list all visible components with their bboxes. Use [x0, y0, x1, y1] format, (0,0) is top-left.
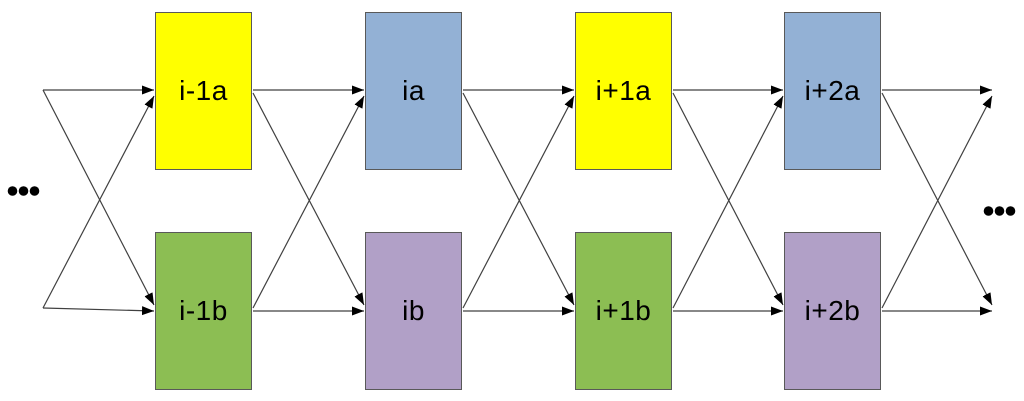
- node-ia: ia: [365, 12, 462, 170]
- edge-ib-to-i-plus-1a: [462, 95, 575, 309]
- node-i-plus-1b: i+1b: [575, 232, 672, 390]
- edge-i-plus-1b-to-i-plus-2a: [672, 95, 784, 309]
- node-ib: ib: [365, 232, 462, 390]
- edge-i-1b-to-ia: [252, 95, 365, 309]
- edge-i-1a-to-ib: [252, 92, 365, 306]
- edge-i-plus-2a-to-ext-right-b: [881, 92, 993, 306]
- edge-ia-to-i-plus-1b: [462, 92, 575, 306]
- node-i-plus-2b: i+2b: [784, 232, 881, 390]
- edge-arrows: [42, 85, 993, 316]
- node-i-plus-2a: i+2a: [784, 12, 881, 170]
- edge-i-plus-1a-to-i-plus-2b: [672, 92, 784, 306]
- ellipsis-dot: [7, 186, 18, 196]
- node-i-minus-1b: i-1b: [155, 232, 252, 390]
- ellipsis-left: [7, 186, 40, 196]
- node-i-minus-1a: i-1a: [155, 12, 252, 170]
- node-i-plus-1a: i+1a: [575, 12, 672, 170]
- edge-i-plus-2b-to-ext-right-a: [881, 95, 993, 309]
- ellipsis-dot: [983, 206, 994, 216]
- ellipsis-right: [983, 206, 1016, 216]
- edge-ext-left-a-to-i-1b: [42, 89, 155, 306]
- ellipsis-dot: [29, 186, 40, 196]
- edge-ext-left-b-to-i-1b: [42, 306, 155, 316]
- edge-ext-left-b-to-i-1a: [42, 95, 155, 309]
- ellipsis-dot: [18, 186, 29, 196]
- ellipsis-dot: [994, 206, 1005, 216]
- ellipsis-dot: [1005, 206, 1016, 216]
